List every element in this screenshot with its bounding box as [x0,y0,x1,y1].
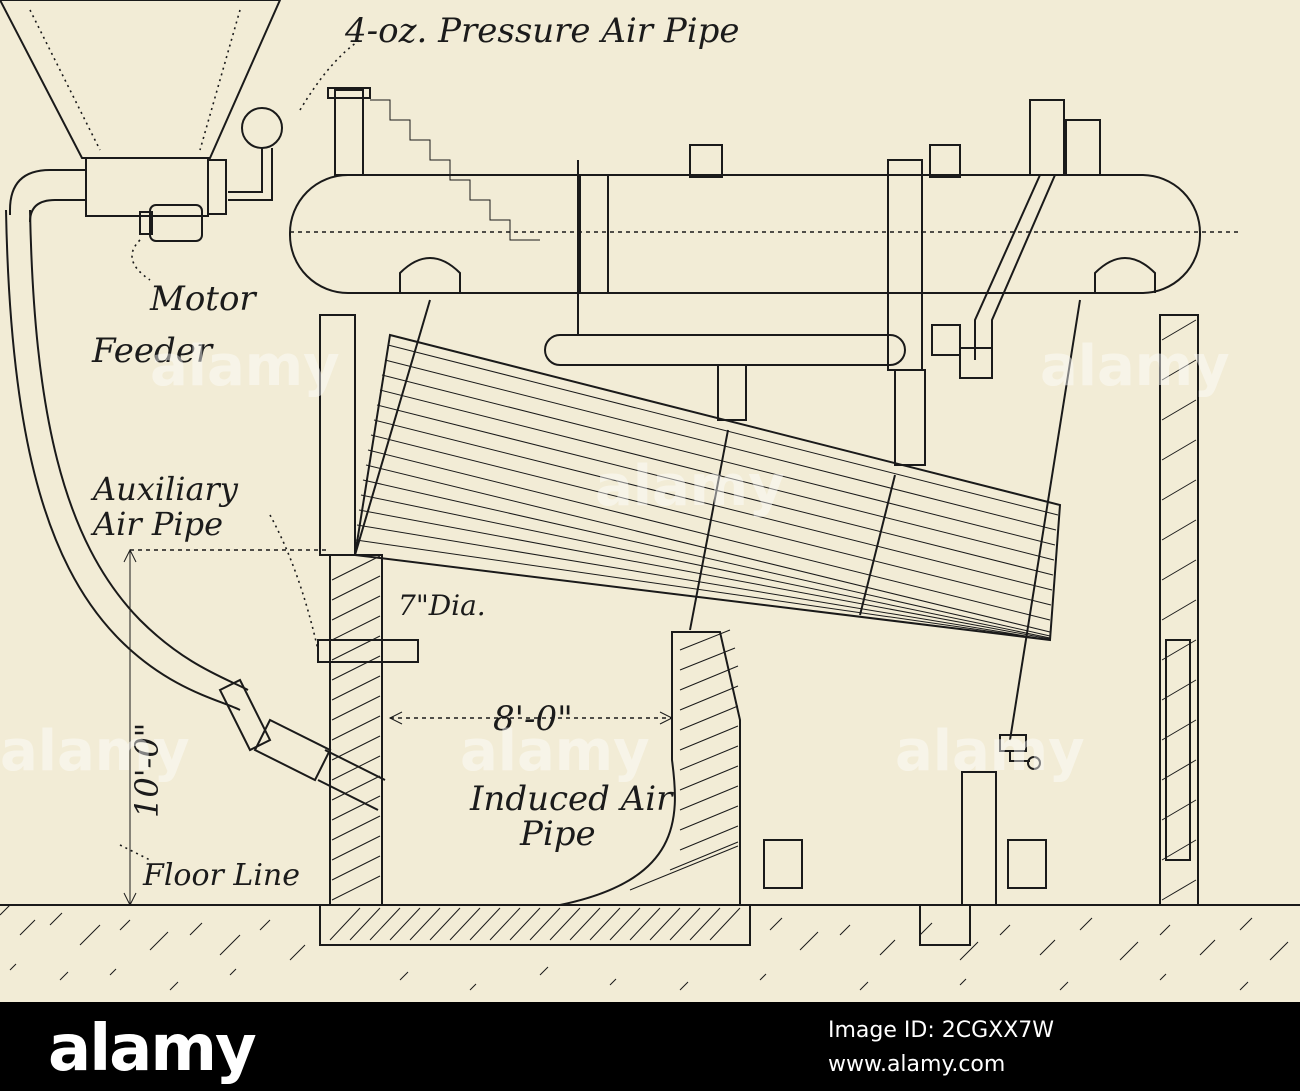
headers [399,257,1156,466]
label-feeder: Feeder [91,331,214,371]
label-height-dim: 10'-0" [128,723,166,818]
hopper [0,0,282,223]
ash-pit [740,771,1160,906]
tube-bank [353,299,1081,770]
left-furnace-wall [317,314,419,906]
dimensions [119,514,674,907]
watermark-text: alamy [595,454,785,519]
label-motor: Motor [149,279,257,319]
footer-bar: alamy Image ID: 2CGXX7W www.alamy.com [0,1002,1300,1091]
label-width-dim: 8'-0" [493,699,573,739]
watermarks: alamy alamy alamy alamy alamy alamy [0,334,1230,784]
right-wall [1159,314,1199,906]
label-auxiliary-1: Auxiliary [90,470,239,508]
supply-pipe [5,209,386,811]
label-floor-line: Floor Line [142,858,300,893]
steam-drum [289,87,1240,371]
ground [0,904,1300,991]
label-pressure-pipe: 4-oz. Pressure Air Pipe [344,11,739,51]
label-diameter: 7"Dia. [398,589,486,622]
image-id: Image ID: 2CGXX7W [828,1018,1055,1043]
watermark-text: alamy [150,334,340,399]
label-auxiliary-2: Air Pipe [90,505,223,543]
motor [131,204,203,281]
watermark-text: alamy [460,719,650,784]
boiler-diagram: 4-oz. Pressure Air Pipe Motor Feeder Aux… [0,0,1300,1002]
watermark-text: alamy [1040,334,1230,399]
site-url: www.alamy.com [828,1052,1006,1077]
watermark-text: alamy [895,719,1085,784]
brand-logo: alamy [48,1012,257,1086]
label-induced-1: Induced Air [469,779,674,819]
pressure-air-pipe [228,39,361,201]
label-induced-2: Pipe [519,814,596,854]
watermark-text: alamy [0,719,190,784]
